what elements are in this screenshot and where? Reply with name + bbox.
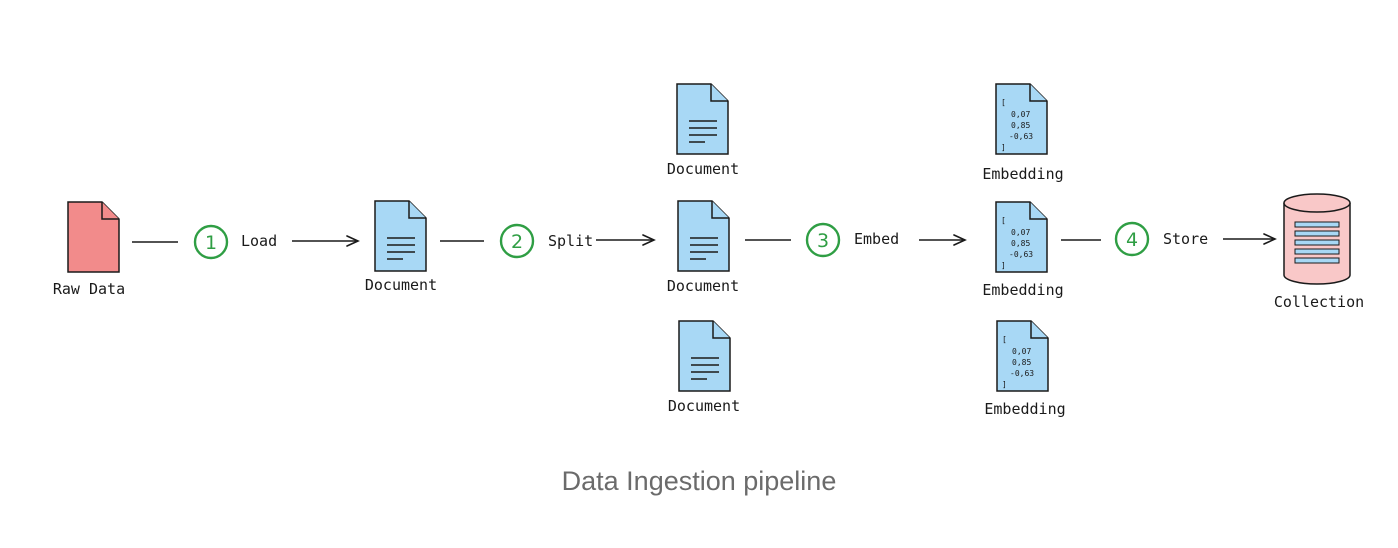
embedding-label: Embedding [984, 400, 1065, 418]
embedding-file-icon: [ 0,07 0,85 -0,63 ] [995, 83, 1048, 155]
diagram-caption: Data Ingestion pipeline [561, 466, 837, 496]
loaded-document-label: Document [365, 276, 437, 294]
step-4-label: Store [1163, 230, 1208, 248]
embedding-label: Embedding [982, 281, 1063, 299]
embedding-bracket-open: [ [1002, 335, 1007, 344]
split-document-label: Document [668, 397, 740, 415]
collection-database-icon [1283, 193, 1351, 285]
step-3-badge: 3 [805, 222, 841, 258]
step-2-number: 2 [511, 231, 523, 253]
split-document-label: Document [667, 277, 739, 295]
split-document-icon [678, 320, 731, 392]
embedding-bracket-close: ] [1001, 261, 1006, 270]
step-1-number: 1 [205, 232, 217, 254]
raw-data-label: Raw Data [53, 280, 125, 298]
split-document-label: Document [667, 160, 739, 178]
embedding-file-icon: [ 0,07 0,85 -0,63 ] [995, 201, 1048, 273]
embedding-value: -0,63 [1009, 132, 1033, 141]
embedding-value: 0,85 [1011, 121, 1030, 130]
loaded-document-icon [374, 200, 427, 272]
step-1-label: Load [241, 232, 277, 250]
step-2-label: Split [548, 232, 593, 250]
step-2-badge: 2 [499, 223, 535, 259]
embedding-bracket-open: [ [1001, 98, 1006, 107]
step-3-label: Embed [854, 230, 899, 248]
embedding-value: -0,63 [1010, 369, 1034, 378]
collection-label: Collection [1274, 293, 1364, 311]
split-document-icon [676, 83, 729, 155]
embedding-value: 0,07 [1012, 347, 1031, 356]
embedding-value: 0,07 [1011, 228, 1030, 237]
embedding-value: 0,85 [1012, 358, 1031, 367]
step-1-badge: 1 [193, 224, 229, 260]
embedding-value: 0,07 [1011, 110, 1030, 119]
embedding-file-icon: [ 0,07 0,85 -0,63 ] [996, 320, 1049, 392]
embedding-value: 0,85 [1011, 239, 1030, 248]
step-4-number: 4 [1126, 229, 1138, 251]
embedding-bracket-open: [ [1001, 216, 1006, 225]
step-4-badge: 4 [1114, 221, 1150, 257]
embedding-bracket-close: ] [1002, 380, 1007, 389]
split-document-icon [677, 200, 730, 272]
embedding-value: -0,63 [1009, 250, 1033, 259]
embedding-label: Embedding [982, 165, 1063, 183]
raw-data-file-icon [67, 201, 120, 273]
embedding-bracket-close: ] [1001, 143, 1006, 152]
step-3-number: 3 [817, 230, 829, 252]
